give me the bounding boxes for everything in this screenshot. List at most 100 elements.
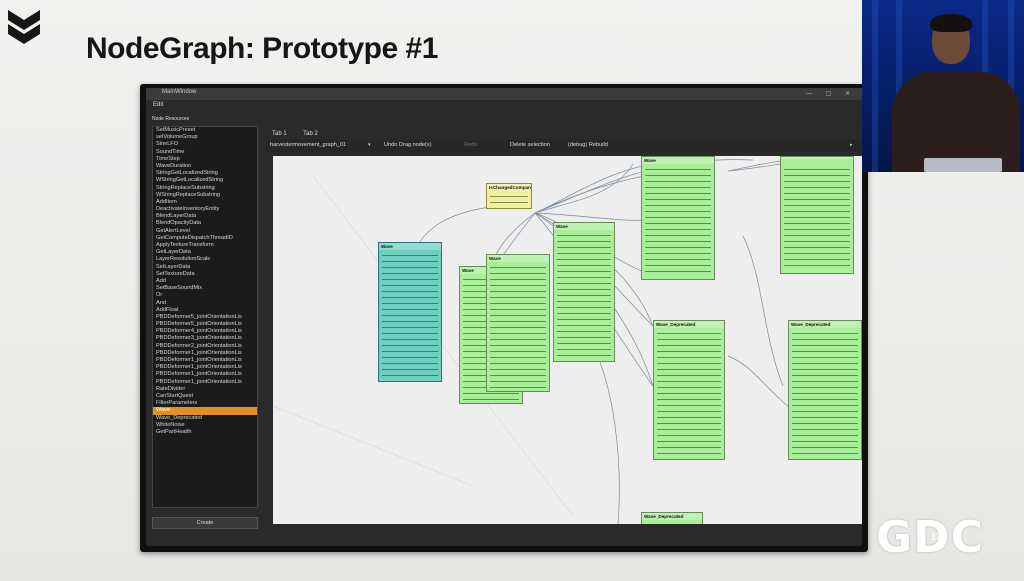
sidebar-item[interactable]: GetComputeDispatchThreadID (156, 234, 233, 241)
sidebar-item[interactable]: PBDDeformer5_jointOrientationLis (156, 313, 242, 320)
window-controls-icon[interactable]: — ▢ ✕ (805, 91, 856, 97)
node-ports (557, 231, 611, 358)
sidebar-item[interactable]: PBDDeformer1_jointOrientationLis (156, 371, 242, 378)
sidebar-item[interactable]: ApplyTextureTransform (156, 242, 214, 248)
sidebar-item[interactable]: BlendLayerData (156, 213, 197, 220)
node-ports (490, 263, 546, 388)
sidebar-item[interactable]: CanStartQuest (156, 392, 193, 399)
sidebar-item[interactable]: Wave_Deprecated (156, 414, 203, 421)
menu-bar: Edit (146, 101, 862, 111)
node-title: Wave (642, 157, 714, 164)
tab-2[interactable]: Tab 2 (303, 131, 318, 137)
node-title: Wave_Deprecated (789, 321, 861, 328)
sidebar-item[interactable]: LayerResolutionScale (156, 256, 211, 263)
sidebar-item[interactable]: Wave (153, 407, 257, 415)
sidebar-item[interactable]: Or (156, 292, 163, 299)
node-title: Wave_Deprecated (642, 513, 702, 520)
sidebar-item[interactable]: StringGetLocalizedString (156, 170, 218, 177)
sidebar-item[interactable]: WhiteNoise (156, 421, 185, 428)
sidebar-item[interactable]: FilterParameters (156, 400, 198, 407)
node-ports (792, 329, 858, 456)
sidebar-item[interactable]: SetBaseSoundMix (156, 285, 203, 292)
sidebar-item[interactable]: BlendOpacityData (156, 220, 202, 227)
graph-node[interactable]: Wave_Deprecated (641, 512, 703, 524)
graph-node[interactable]: Wave_Deprecated (788, 320, 862, 460)
sidebar-item[interactable]: WStringReplaceSubstring (156, 191, 221, 198)
tab-1[interactable]: Tab 1 (272, 131, 287, 137)
sidebar-item[interactable]: And (156, 299, 166, 306)
graph-node[interactable]: Wave_Deprecated (653, 320, 725, 460)
tab-bar: Tab 1 Tab 2 (266, 122, 324, 140)
graph-node[interactable]: IsChangedCompare (486, 183, 532, 209)
speaker-body (892, 72, 1020, 172)
undo-button[interactable]: Undo Drag node(s) (384, 142, 432, 148)
node-ports (784, 165, 850, 270)
sidebar-item[interactable]: StringReplaceSubstring (156, 184, 215, 191)
sidebar-item[interactable]: DeactivateInventoryEntity (156, 206, 220, 213)
graph-node[interactable]: Wave (641, 156, 715, 280)
laptop (924, 158, 1002, 172)
sidebar-item[interactable]: AddFloat (156, 306, 179, 313)
screen-capture: MainWindow — ▢ ✕ Edit Node Resources Set… (140, 84, 868, 552)
sidebar-item[interactable]: SetMusicPreset (156, 127, 196, 133)
gdc-logo: GDC (876, 512, 984, 563)
sidebar-item[interactable]: GetLayerData (156, 249, 191, 256)
window-title: MainWindow (162, 89, 197, 95)
sidebar-item[interactable]: PBDDeformer3_jointOrientationLis (156, 335, 242, 342)
redo-button[interactable]: Redo (464, 142, 478, 148)
graph-toolbar: harvestermovement_graph_01 ▾ Undo Drag n… (266, 140, 860, 152)
node-ports (645, 165, 711, 276)
sidebar-item[interactable]: PBDDeformer1_jointOrientationLis (156, 364, 242, 371)
node-title: Wave (379, 243, 441, 250)
sidebar-item[interactable]: GetAlertLevel (156, 227, 190, 234)
graph-select[interactable]: harvestermovement_graph_01 (270, 142, 347, 148)
node-title: Wave (487, 255, 549, 262)
graph-node[interactable]: Wave (378, 242, 442, 382)
sidebar-item[interactable]: PBDDeformer1_jointOrientationLis (156, 357, 242, 363)
speaker-hair (930, 14, 972, 32)
speaker-video (862, 0, 1024, 172)
sidebar-item[interactable]: setVolumeGroup (156, 134, 198, 141)
window-titlebar: MainWindow — ▢ ✕ (146, 88, 862, 100)
sidebar-item[interactable]: TimeStep (156, 155, 180, 162)
sidebar-item[interactable]: SineLFO (156, 141, 179, 148)
chevron-down-icon[interactable]: ▾ (368, 142, 371, 148)
create-button[interactable]: Create (152, 517, 258, 529)
sidebar-item[interactable]: SetLayerData (156, 263, 191, 270)
gdc-year: 17 (931, 532, 942, 542)
graph-node[interactable] (780, 156, 854, 274)
node-ports (657, 329, 721, 456)
sidebar-item[interactable]: Add (156, 277, 166, 284)
node-ports (490, 192, 528, 205)
menu-edit[interactable]: Edit (153, 102, 164, 108)
curtain-fold (872, 0, 878, 172)
rebuild-button[interactable]: (debug) Rebuild (568, 142, 608, 148)
toolbar-chevron-icon[interactable]: ▸ (850, 142, 853, 148)
sidebar-item[interactable]: AddItem (156, 198, 177, 205)
graph-node[interactable]: Wave (553, 222, 615, 362)
sidebar-item[interactable]: PBDDeformer2_jointOrientationLis (156, 342, 242, 349)
node-graph-canvas[interactable]: Wave Wave Wave Wave IsChangedCompare (273, 156, 862, 524)
sidebar-item[interactable]: WaveDuration (156, 162, 192, 169)
node-title: IsChangedCompare (487, 184, 531, 191)
sidebar-item[interactable]: SetTextureData (156, 270, 195, 277)
node-resources-heading: Node Resources (152, 116, 190, 122)
sidebar-item[interactable]: PBDDeformer4_jointOrientationLis (156, 328, 242, 335)
sidebar-item[interactable]: PBDDeformer1_jointOrientationLis (156, 378, 242, 385)
sidebar-item[interactable]: GetPartHealth (156, 428, 192, 435)
slide-title: NodeGraph: Prototype #1 (86, 32, 438, 65)
sidebar-item[interactable]: SoundTime (156, 148, 185, 155)
delete-selection-button[interactable]: Delete selection (510, 142, 550, 148)
graph-node[interactable]: Wave (486, 254, 550, 392)
node-title: Wave (554, 223, 614, 230)
sidebar-item[interactable]: PBDDeformer1_jointOrientationLis (156, 349, 242, 356)
sidebar-item[interactable]: RateDivider (156, 385, 186, 392)
sidebar-item[interactable]: WStringGetLocalizedString (156, 177, 224, 184)
conference-logo-icon (8, 10, 40, 44)
node-title: Wave_Deprecated (654, 321, 724, 328)
app-window: MainWindow — ▢ ✕ Edit Node Resources Set… (146, 88, 862, 546)
curtain-fold (896, 0, 902, 172)
sidebar-item[interactable]: PBDDeformer5_jointOrientationLis (156, 321, 242, 328)
